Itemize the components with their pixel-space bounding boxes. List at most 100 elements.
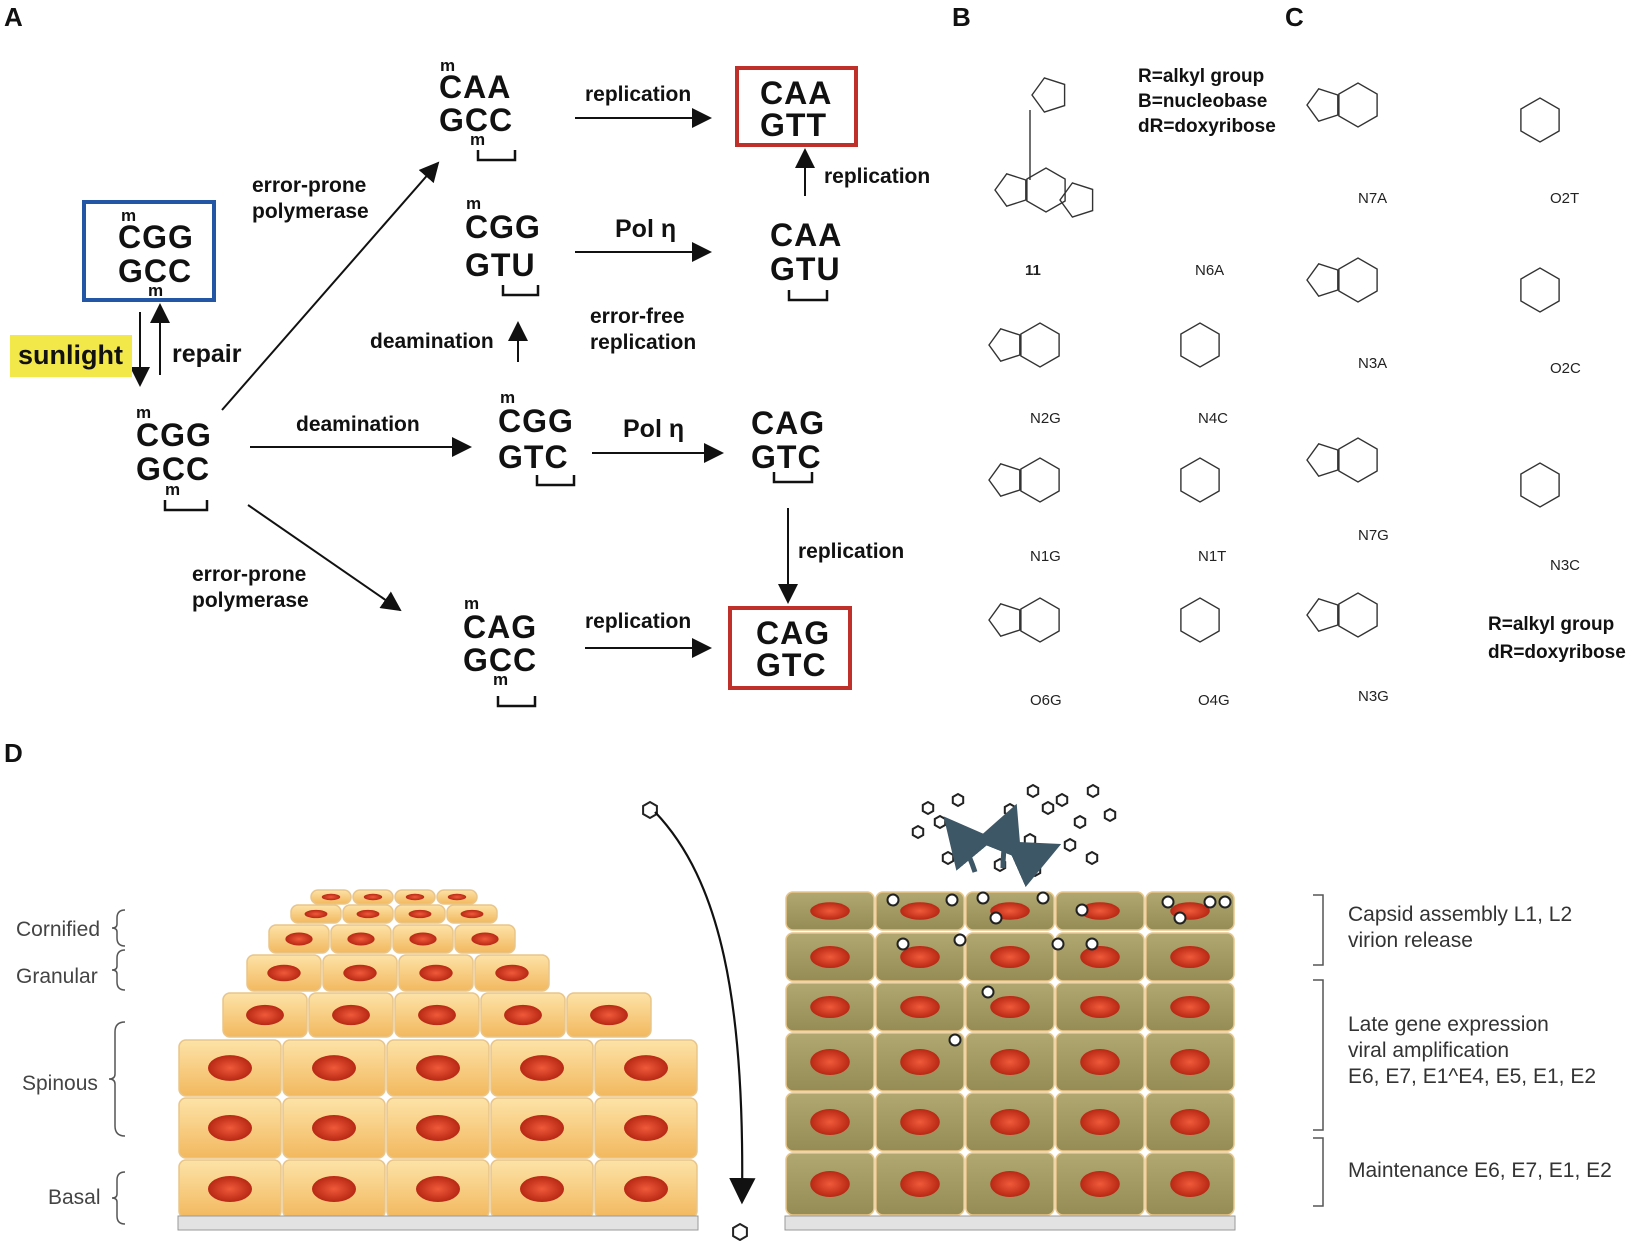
nucleus [810, 1171, 850, 1197]
label-error-prone-2a: error-prone [192, 563, 307, 586]
nucleus [900, 1171, 940, 1197]
seq-gtc-right-bottom: GTC [751, 439, 822, 475]
nucleus [1080, 1109, 1120, 1135]
legend-c-dr: dR=doxyribose [1488, 642, 1626, 663]
nucleus [1080, 1171, 1120, 1197]
virion-icon [1055, 792, 1069, 808]
nucleus [810, 902, 850, 920]
virion-in-cell [1036, 891, 1050, 905]
brace-cornified [111, 909, 126, 947]
nucleus [416, 1176, 460, 1202]
nucleus [990, 1109, 1030, 1135]
bracket-maintenance [1313, 1137, 1324, 1207]
virion-in-cell [1218, 895, 1232, 909]
nucleus [208, 1055, 252, 1081]
label-o4g: O4G [1198, 692, 1230, 709]
virion-icon [951, 792, 965, 808]
nucleus [312, 1176, 356, 1202]
label-deamination-up: deamination [370, 330, 494, 353]
virion-in-cell [948, 1033, 962, 1047]
nucleus [208, 1115, 252, 1141]
nucleus [624, 1115, 668, 1141]
nucleus [332, 1004, 370, 1026]
nucleus [356, 909, 380, 919]
virion-in-cell [1173, 911, 1187, 925]
nucleus [990, 1171, 1030, 1197]
sunlight-label: sunlight [18, 340, 123, 370]
nucleus [1170, 945, 1210, 969]
seq-gcc-low-bottom: GCC [463, 642, 538, 678]
methyl-mark: m [148, 281, 164, 300]
stage-late-2: viral amplification [1348, 1039, 1510, 1062]
label-error-prone-1a: error-prone [252, 174, 367, 197]
label-n7a: N7A [1358, 190, 1388, 207]
stage-maintenance: Maintenance E6, E7, E1, E2 [1348, 1159, 1612, 1182]
brace-basal [111, 1171, 126, 1225]
nucleus [418, 1004, 456, 1026]
nucleus [495, 964, 529, 982]
seq-damaged-bottom: GCC [136, 451, 211, 487]
nucleus [1080, 995, 1120, 1019]
nucleus [321, 893, 341, 901]
release-arrow [1005, 841, 1062, 888]
seq-cgg-top: CGG [465, 209, 541, 245]
virion-in-cell [1203, 895, 1217, 909]
virion-icon [933, 814, 947, 830]
repair-label: repair [172, 340, 242, 368]
nucleus [363, 893, 383, 901]
arrow-error-prone-up [221, 161, 440, 411]
methyl-mark: m [121, 206, 137, 225]
label-o2c: O2C [1550, 360, 1581, 377]
nucleus [900, 1109, 940, 1135]
nucleus [990, 995, 1030, 1019]
virion-in-cell [945, 893, 959, 907]
stage-late-1: Late gene expression [1348, 1013, 1549, 1036]
virion-icon [642, 800, 658, 820]
result-box-1 [735, 66, 858, 147]
nucleus [405, 893, 425, 901]
label-pol-eta-2: Pol η [623, 415, 685, 443]
panel-label-c: C [1285, 2, 1304, 32]
label-error-prone-1b: polymerase [252, 200, 369, 223]
label-error-free-a: error-free [590, 305, 685, 328]
nucleus [447, 893, 467, 901]
nucleus [810, 1049, 850, 1075]
seq-start-top: CGG [118, 219, 194, 255]
release-arrow [974, 803, 1022, 869]
stage-capsid-1: Capsid assembly L1, L2 [1348, 903, 1573, 926]
nucleus [416, 1055, 460, 1081]
nucleus [267, 964, 301, 982]
nucleus [347, 932, 375, 946]
seq-final2-top: CAG [756, 615, 831, 651]
label-replication-4: replication [585, 610, 692, 633]
methyl-mark: m [493, 670, 509, 689]
nucleus [900, 995, 940, 1019]
nucleus [624, 1176, 668, 1202]
layer-cornified: Cornified [16, 918, 101, 941]
label-n2g: N2G [1030, 410, 1061, 427]
virion-icon [1023, 832, 1037, 848]
basement-membrane [177, 1215, 699, 1231]
bracket-late [1313, 979, 1324, 1131]
label-n1t: N1T [1198, 548, 1227, 565]
label-deamination-mid: deamination [296, 413, 420, 436]
label-n1g: N1G [1030, 548, 1061, 565]
result-box-2 [728, 606, 852, 690]
nucleus [624, 1055, 668, 1081]
sunlight-highlight [10, 335, 132, 377]
infection-arrow [654, 811, 756, 1205]
nucleus [810, 945, 850, 969]
virion-in-cell [886, 893, 900, 907]
label-replication-2: replication [824, 165, 931, 188]
release-arrow [943, 816, 995, 873]
nucleus [810, 1109, 850, 1135]
virion-icon [1085, 850, 1099, 866]
nucleus [1170, 995, 1210, 1019]
methyl-mark: m [464, 594, 480, 613]
nucleus [1080, 1049, 1120, 1075]
virion-icon [1028, 862, 1042, 878]
virion-icon [941, 850, 955, 866]
label-n6a: N6A [1195, 262, 1225, 279]
nucleus [990, 945, 1030, 969]
